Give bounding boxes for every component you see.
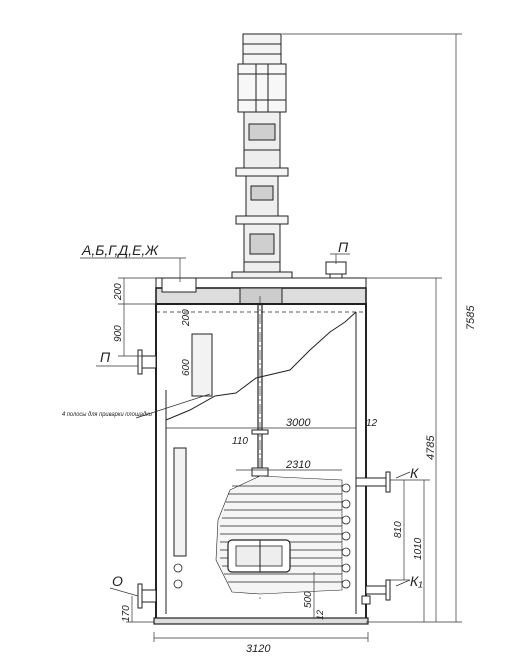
dim-coil-810: 810	[393, 521, 404, 538]
label-nozzles-group: А,Б,Г,Д,Е,Ж	[81, 242, 159, 258]
dim-overall-height: 7585	[465, 305, 477, 330]
dim-baffle-3000: 3000	[286, 417, 311, 429]
dimension-lines	[80, 33, 462, 642]
dim-shaft-110: 110	[232, 436, 248, 447]
impeller	[227, 539, 291, 573]
dim-plate-600: 600	[181, 359, 192, 376]
dim-coil-1010: 1010	[413, 537, 424, 560]
lower-bracket	[173, 447, 187, 557]
dim-coil-2310: 2310	[285, 459, 311, 471]
dim-gap-12-top: 12	[366, 418, 378, 429]
dim-lid-200: 200	[181, 309, 192, 327]
dim-upper-900: 900	[113, 325, 124, 342]
heating-coil	[173, 475, 351, 595]
dim-bottom-500: 500	[303, 591, 314, 608]
label-note: 4 полосы для приварки площадки	[62, 412, 153, 418]
nozzle-p-left-pipe	[137, 349, 157, 375]
dim-bottom-170: 170	[121, 605, 132, 622]
label-nozzle-k-upper: К	[410, 465, 419, 481]
label-nozzle-o: О	[112, 573, 123, 589]
nozzle-o-pipe	[137, 583, 157, 609]
dim-top-200: 200	[113, 283, 124, 301]
drive-assembly	[231, 33, 293, 279]
nozzle-k-lower-pipe	[361, 579, 391, 605]
tank-lid	[155, 264, 367, 305]
dim-shell-height: 4785	[425, 435, 437, 460]
label-nozzle-p-left: П	[100, 349, 111, 365]
label-nozzle-p-top: П	[338, 239, 349, 255]
nozzle-k-upper-pipe	[355, 471, 391, 493]
tank-shell	[153, 303, 369, 625]
dim-base-3120: 3120	[246, 643, 271, 655]
label-nozzle-k-lower: К₁	[410, 573, 423, 589]
wall-plate	[191, 333, 213, 397]
dim-bottom-12: 12	[315, 610, 325, 620]
